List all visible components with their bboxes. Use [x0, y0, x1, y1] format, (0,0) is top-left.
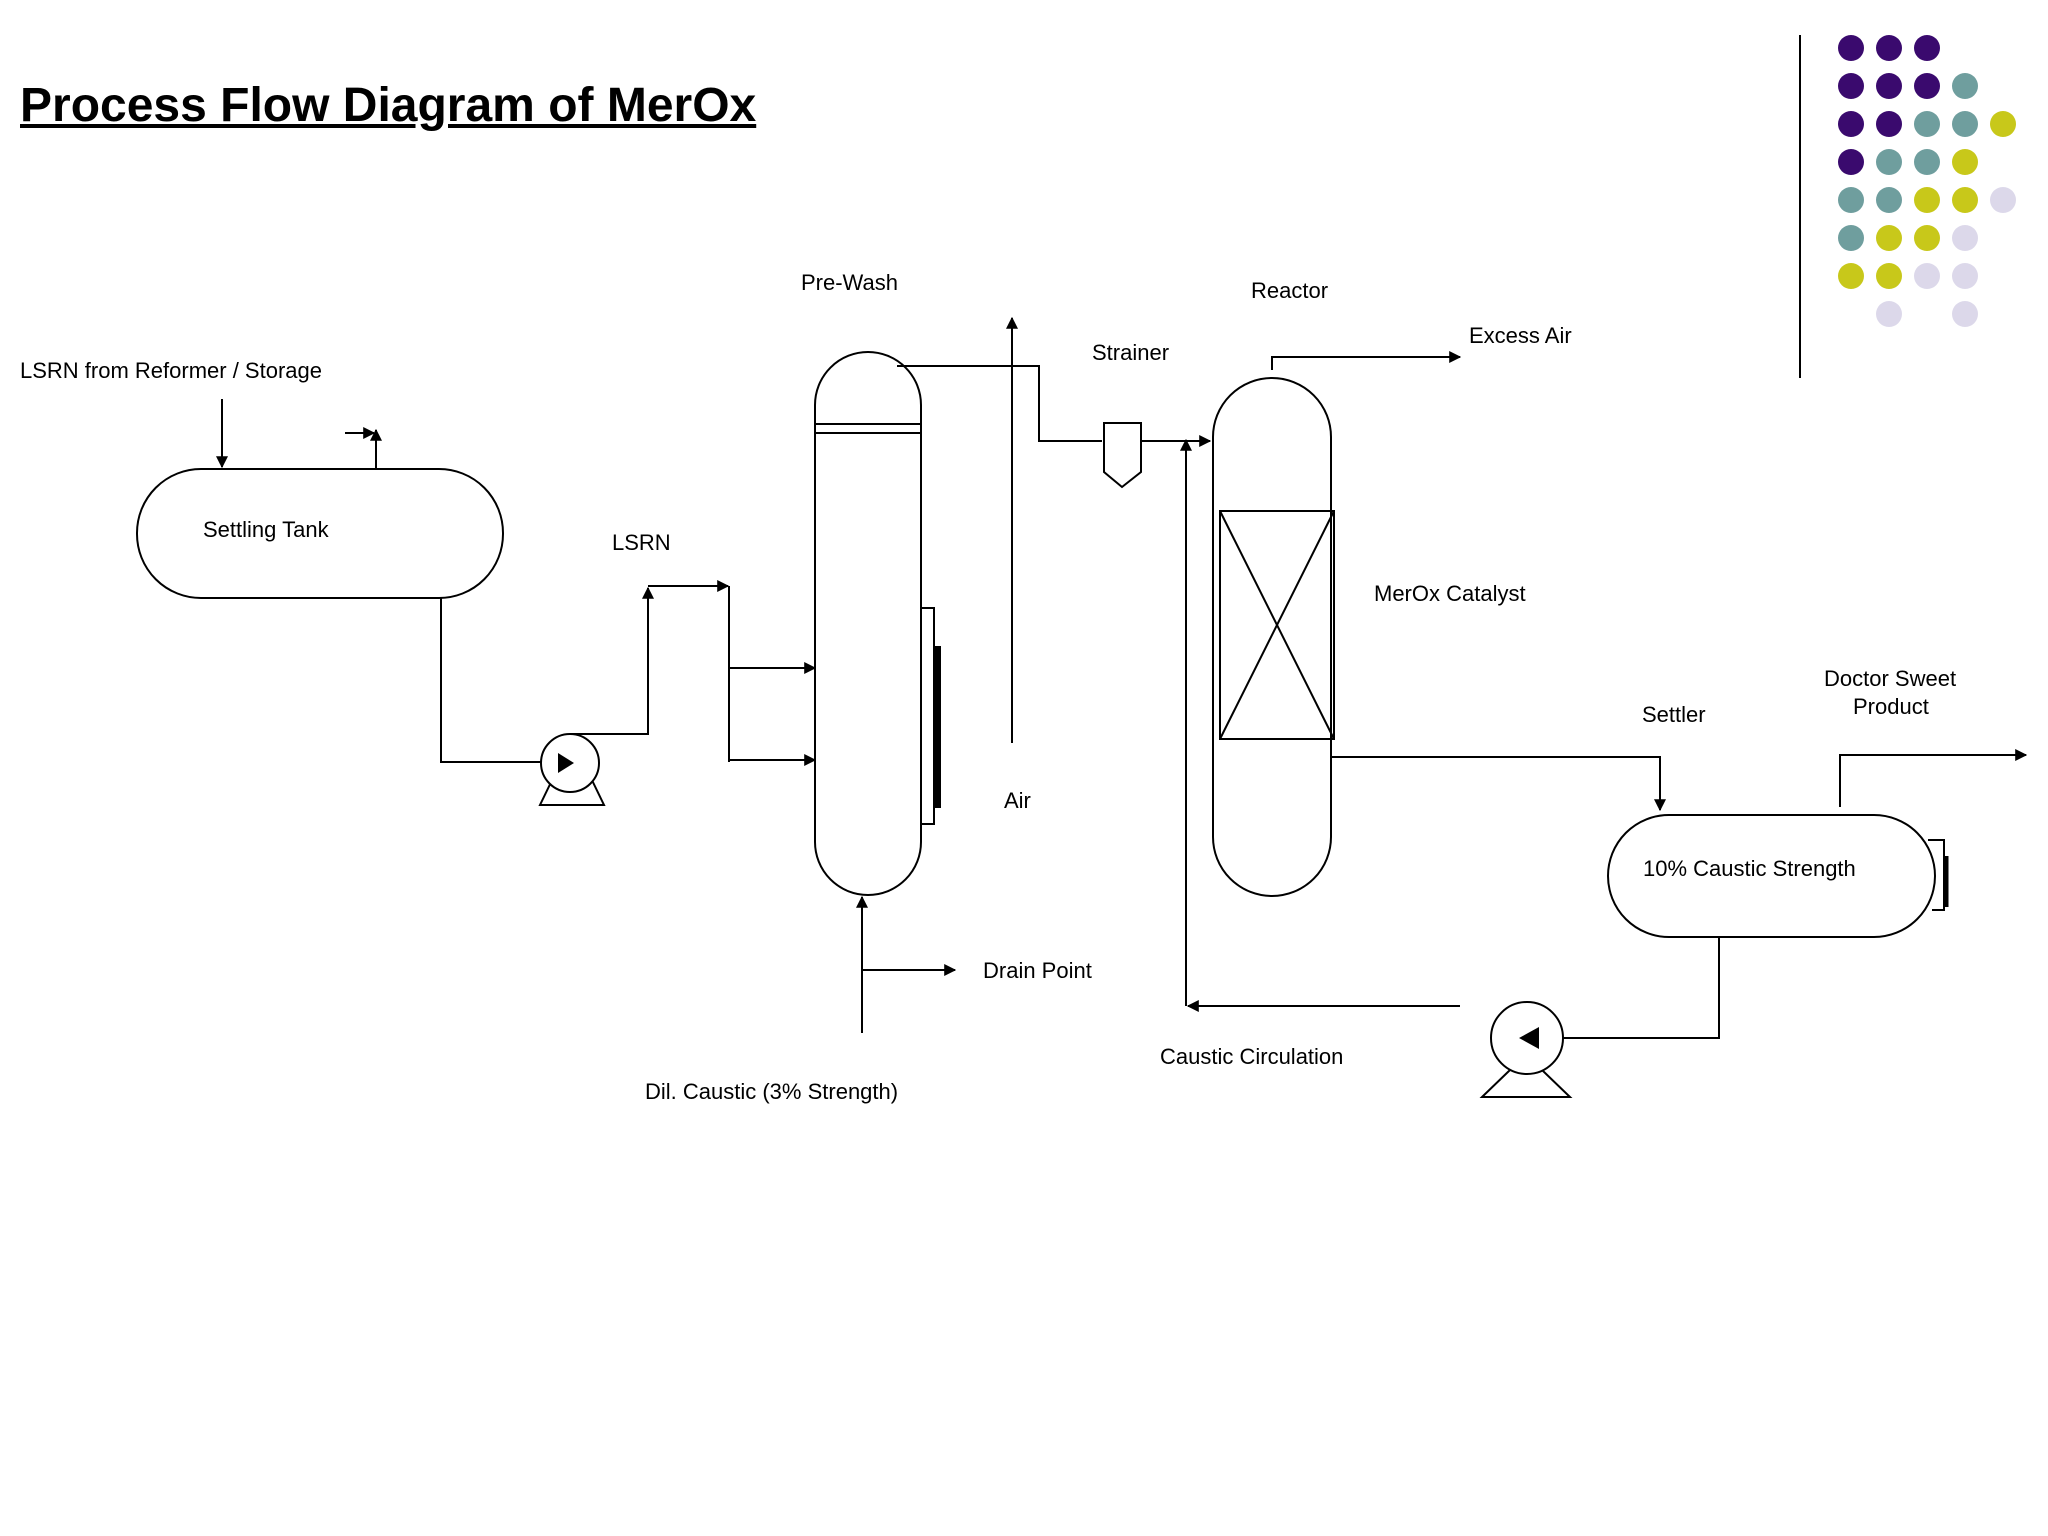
- dil-caustic-label: Dil. Caustic (3% Strength): [645, 1079, 898, 1104]
- decor-dot: [1838, 187, 1864, 213]
- merox-catalyst-label: MerOx Catalyst: [1374, 581, 1526, 606]
- decor-dot: [1876, 73, 1902, 99]
- decor-dot: [1876, 149, 1902, 175]
- decor-dot: [1876, 111, 1902, 137]
- decor-dot: [1952, 225, 1978, 251]
- settling-tank-label: Settling Tank: [203, 517, 330, 542]
- decor-dot: [1876, 263, 1902, 289]
- settling-tank: [136, 468, 504, 599]
- strainer: [1103, 422, 1142, 489]
- decor-dot: [1876, 187, 1902, 213]
- lsrn-source-label: LSRN from Reformer / Storage: [20, 358, 322, 383]
- decor-dot: [1914, 111, 1940, 137]
- decor-dot: [1952, 263, 1978, 289]
- lsrn-line: [570, 586, 654, 735]
- decor-dot: [1914, 187, 1940, 213]
- decor-dot: [1914, 73, 1940, 99]
- settler-bottoms-line: [1563, 937, 1720, 1039]
- settler-level-gauge: [1928, 839, 1949, 911]
- prewash-vessel: [814, 351, 922, 896]
- caustic-strength-label: 10% Caustic Strength: [1643, 856, 1856, 881]
- page-title: Process Flow Diagram of MerOx: [20, 79, 757, 132]
- doctor-sweet-label-line1: Doctor Sweet: [1824, 666, 1956, 691]
- decor-dot: [1952, 301, 1978, 327]
- reactor-outlet-line: [1331, 756, 1666, 812]
- decor-dot: [1838, 263, 1864, 289]
- decor-dot: [1914, 263, 1940, 289]
- excess-air-label: Excess Air: [1469, 323, 1572, 348]
- decor-dot: [1990, 111, 2016, 137]
- decor-dot: [1914, 225, 1940, 251]
- decor-dot: [1952, 73, 1978, 99]
- circulation-pump: [1479, 1001, 1573, 1098]
- decor-dot: [1838, 111, 1864, 137]
- decor-dot: [1838, 35, 1864, 61]
- strainer-label: Strainer: [1092, 340, 1169, 365]
- merox-catalyst-bed: [1219, 510, 1335, 740]
- settler-vessel: [1607, 814, 1936, 938]
- decor-dot: [1838, 149, 1864, 175]
- decor-dot: [1876, 225, 1902, 251]
- reactor-label: Reactor: [1251, 278, 1328, 303]
- decor-dot: [1990, 187, 2016, 213]
- feed-pump: [538, 733, 606, 806]
- settler-label: Settler: [1642, 702, 1706, 727]
- decorative-dot-grid: [1838, 35, 2016, 327]
- caustic-circulation-label: Caustic Circulation: [1160, 1044, 1343, 1069]
- doctor-sweet-label-line2: Product: [1853, 694, 1929, 719]
- decor-dot: [1876, 301, 1902, 327]
- decor-dot: [1952, 111, 1978, 137]
- air-label: Air: [1004, 788, 1031, 813]
- prewash-overhead-line: [897, 365, 1102, 442]
- decor-dot: [1914, 35, 1940, 61]
- decor-dot: [1838, 225, 1864, 251]
- product-outlet-line: [1839, 749, 2028, 807]
- tank-outlet-line: [440, 598, 566, 768]
- prewash-level-gauge: [921, 607, 941, 825]
- drain-point-label: Drain Point: [983, 958, 1092, 983]
- decor-dot: [1914, 149, 1940, 175]
- decor-dot: [1838, 73, 1864, 99]
- lsrn-label: LSRN: [612, 530, 671, 555]
- prewash-label: Pre-Wash: [801, 270, 898, 295]
- decor-dot: [1876, 35, 1902, 61]
- decor-dot: [1952, 149, 1978, 175]
- decor-dot: [1952, 187, 1978, 213]
- excess-air-line: [1271, 351, 1462, 370]
